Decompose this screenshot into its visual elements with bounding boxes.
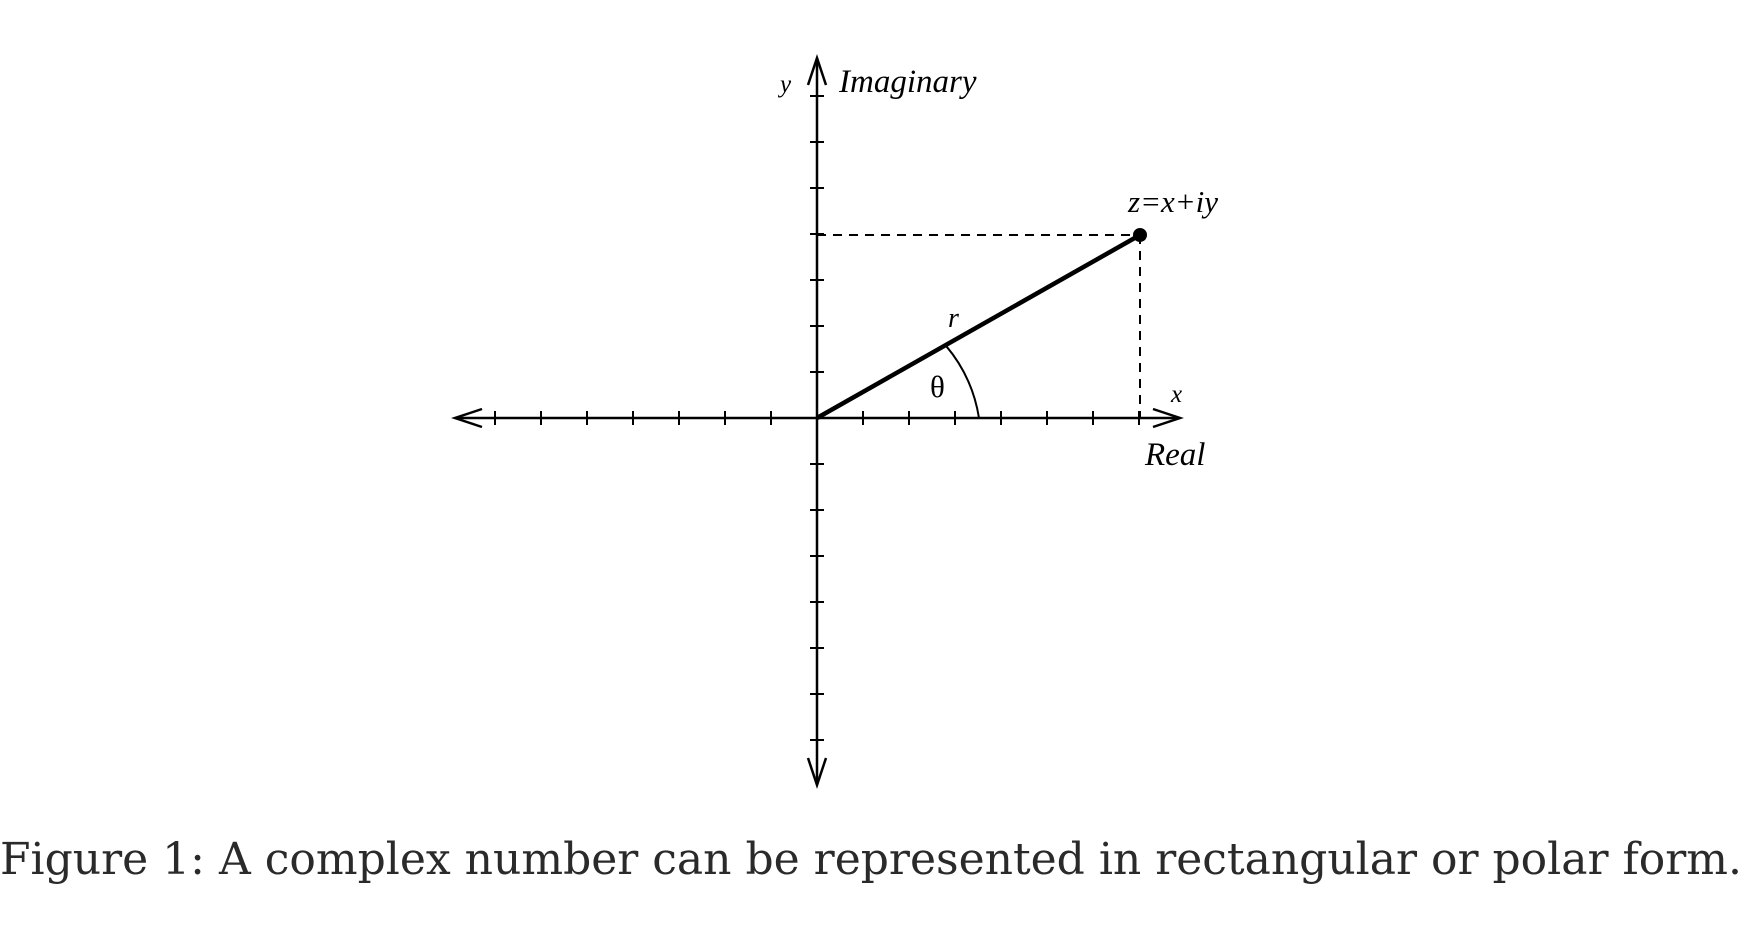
magnitude-r-label: r [948,303,959,334]
axis-ticks [494,95,1140,741]
angle-theta-label: θ [930,369,945,404]
real-axis-arrow-left [451,407,483,429]
real-axis-arrow-right [1152,407,1184,429]
complex-plane-diagram: y Imaginary x Real z=x+iy r θ [451,54,1218,789]
imaginary-axis-arrow-bottom [806,757,828,789]
point-z-label: z=x+iy [1127,184,1218,219]
real-axis-name: Real [1144,437,1205,473]
y-axis-label: y [777,71,792,98]
point-z [1133,228,1147,242]
imaginary-axis-name: Imaginary [838,64,977,100]
angle-arc [944,344,980,419]
figure-caption: Figure 1: A complex number can be repres… [0,834,1742,885]
imaginary-axis-arrow-top [806,54,828,86]
x-axis-label: x [1170,381,1182,408]
vector-r [815,233,1142,420]
